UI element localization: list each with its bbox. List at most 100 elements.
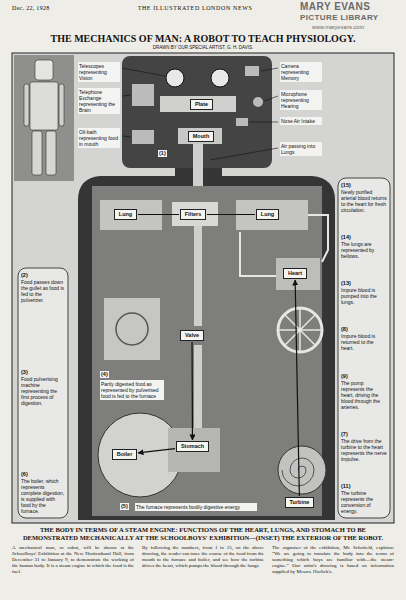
- callout-text: Telescopes representing Vision: [78, 62, 120, 82]
- pulverizer: [104, 298, 160, 360]
- article-text: A mechanical man, or robot, will be show…: [12, 545, 134, 575]
- callout-number: (5): [120, 503, 129, 510]
- callout-text: The drive from the turbine to the heart …: [341, 438, 387, 462]
- blood-pipe: [240, 232, 276, 276]
- label-box: Valve: [180, 330, 204, 341]
- label-box: Stomach: [176, 441, 209, 452]
- telephone-exchange: [132, 84, 154, 106]
- callout-group: (11)The turbine represents the conversio…: [341, 483, 387, 514]
- callout-text: Food pulverising machine representing th…: [21, 376, 65, 406]
- box-label: Filters: [184, 211, 202, 218]
- label-box: Lung: [256, 209, 279, 220]
- flow-connector: [295, 280, 299, 496]
- box-label: Lung: [118, 211, 133, 218]
- artist-credit: DRAWN BY OUR SPECIAL ARTIST, G. H. DAVIS…: [60, 45, 346, 50]
- telescope-eye: [166, 69, 184, 87]
- mouth: [178, 128, 222, 144]
- inset-robot-head: [35, 60, 53, 80]
- pump-wheel: [278, 308, 322, 352]
- arm-text-column: (2)Food passes down the gullet as food i…: [21, 272, 65, 514]
- callout-group: (9)The pump represents the heart, drivin…: [341, 373, 387, 410]
- callout-text: Nose Air Intake: [280, 117, 322, 125]
- box-label: Mouth: [192, 133, 210, 140]
- label-box: Boiler: [112, 449, 137, 460]
- callout-text: The lungs are represented by bellows.: [341, 241, 387, 259]
- issue-date: Dec. 22, 1928: [12, 5, 50, 12]
- turbine-spiral: [282, 458, 314, 486]
- callout-text: Impure blood is returned to the heart.: [341, 333, 387, 351]
- callout-group: (8)Impure blood is returned to the heart…: [341, 326, 387, 351]
- callout-number: (4): [100, 371, 109, 378]
- inset-robot-arm: [59, 84, 64, 126]
- callout-text: The furnace represents bodily digestive …: [135, 503, 257, 511]
- callout-text: Microphone representing Hearing: [280, 90, 322, 110]
- flow-connector: [191, 342, 193, 440]
- nose-intake: [236, 118, 248, 126]
- article-text: By following the numbers, from 1 to 15, …: [142, 545, 264, 569]
- inset-panel: [14, 55, 74, 181]
- box-label: Stomach: [180, 443, 205, 450]
- callout-number: (11): [341, 483, 387, 490]
- callout-group: (6)The boiler, which represents complete…: [21, 471, 65, 514]
- box-label: Valve: [184, 332, 200, 339]
- microphone: [253, 97, 263, 107]
- inset-robot-leg: [46, 131, 56, 175]
- oil-bath: [132, 130, 154, 144]
- label-box: Lung: [114, 209, 137, 220]
- picture-frame: [12, 53, 394, 523]
- box-label: Lung: [260, 211, 275, 218]
- callout-group: (14)The lungs are represented by bellows…: [341, 234, 387, 259]
- box-label: Heart: [287, 270, 303, 277]
- callout-group: (2)Food passes down the gullet as food i…: [21, 272, 65, 303]
- inset-robot-arm: [24, 84, 29, 126]
- callout-group: (7)The drive from the turbine to the hea…: [341, 431, 387, 462]
- watermark: PICTURE LIBRARY: [300, 13, 379, 22]
- heart-pump-box: [276, 258, 320, 290]
- callout-text: Food passes down the gullet as food is f…: [21, 279, 65, 303]
- gullet-pipe: [194, 226, 202, 326]
- box-label: Boiler: [116, 451, 133, 458]
- stomach-furnace: [168, 428, 220, 472]
- callout-number: (15): [341, 182, 387, 189]
- flow-connector: [207, 214, 255, 215]
- callout-number: (14): [341, 234, 387, 241]
- callout-text: Partly digested food as represented by p…: [100, 380, 164, 400]
- plate: [160, 96, 236, 112]
- watermark: MARY EVANS: [300, 1, 370, 12]
- telescope-eye: [211, 69, 229, 87]
- inset-robot-leg: [32, 131, 42, 175]
- callout-text: The pump represents the heart, driving t…: [341, 380, 387, 410]
- robot-torso: [78, 165, 335, 520]
- callout-text: Oil-bath representing food in mouth: [78, 128, 120, 148]
- flow-connector: [138, 214, 179, 215]
- callout-group: (3)Food pulverising machine representing…: [21, 369, 65, 406]
- label-box: Heart: [283, 268, 307, 279]
- callout-text: Telephone Exchange representing the Brai…: [78, 88, 120, 114]
- label-box: Turbine: [285, 497, 314, 508]
- right-arm-cylinder: [338, 178, 390, 518]
- label-box: Plate: [190, 99, 213, 110]
- callout-text: The boiler, which represents complete di…: [21, 478, 65, 514]
- callout-text: Impure blood is pumped into the lungs.: [341, 287, 387, 305]
- callout-text: The turbine represents the conversion of…: [341, 490, 387, 514]
- leader-lines: [122, 68, 278, 160]
- camera: [245, 66, 259, 76]
- caption-text: THE BODY IN TERMS OF A STEAM ENGINE: FUN…: [12, 526, 394, 542]
- callout-number: (7): [341, 431, 387, 438]
- watermark-url: www.maryevans.com: [312, 24, 364, 30]
- callout-number: (8): [341, 326, 387, 333]
- neck-pipe: [193, 144, 203, 186]
- callout-number: (6): [21, 471, 65, 478]
- turbine: [278, 446, 326, 494]
- callout-number: (13): [341, 280, 387, 287]
- masthead: THE ILLUSTRATED LONDON NEWS: [100, 5, 290, 12]
- box-label: Plate: [194, 101, 209, 108]
- callout-group: (15)Newly purified arterial blood return…: [341, 182, 387, 213]
- article-text: The organiser of the exhibition, Mr. Sch…: [272, 545, 394, 575]
- gullet-pipe: [194, 345, 202, 429]
- callout-group: (13)Impure blood is pumped into the lung…: [341, 280, 387, 305]
- callout-text: Newly purified arterial blood returns to…: [341, 189, 387, 213]
- callout-number: (3): [21, 369, 65, 376]
- page-title: THE MECHANICS OF MAN: A ROBOT TO TEACH P…: [12, 33, 394, 44]
